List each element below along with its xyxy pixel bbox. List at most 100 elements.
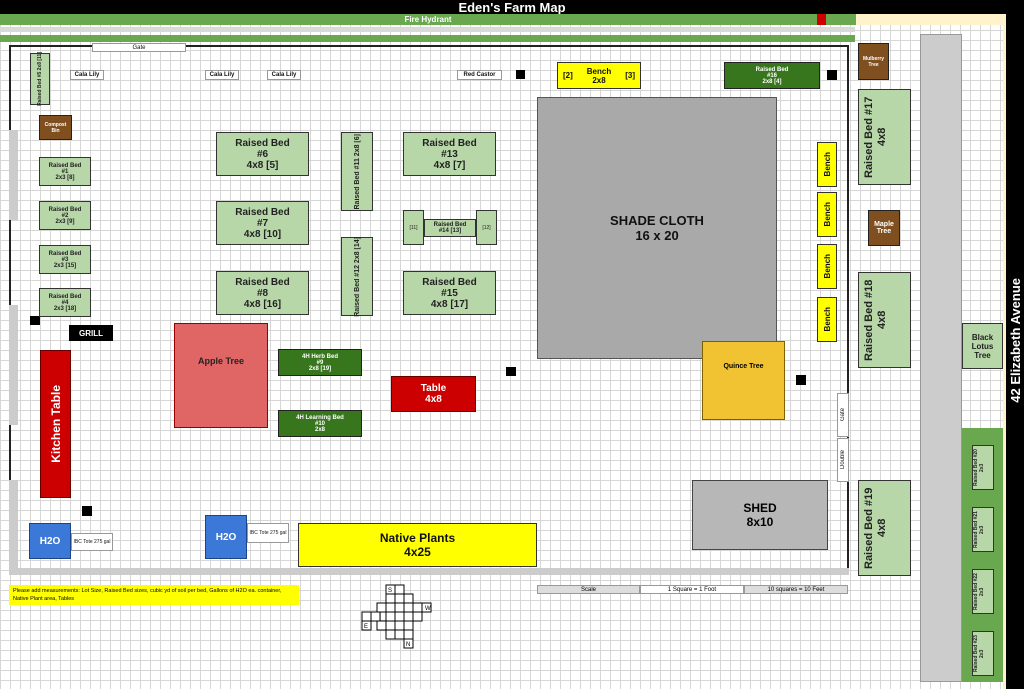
raised-bed-5[interactable]: Raised Bed #5 2x8 [11] — [30, 52, 50, 106]
raised-bed-14-right[interactable]: [12] — [476, 210, 497, 245]
lot-left-gray — [9, 480, 18, 575]
cala-lily-label: Cala Lily — [271, 72, 297, 78]
scale-label: Scale — [537, 585, 640, 594]
top-gate[interactable]: Gate — [92, 43, 186, 52]
black-lotus-label: Black Lotus Tree — [971, 332, 994, 360]
kitchen-table[interactable]: Kitchen Table — [40, 350, 71, 498]
fire-hydrant-marker — [817, 14, 826, 25]
bench-2[interactable]: Bench — [817, 192, 837, 237]
fire-hydrant-label: Fire Hydrant — [404, 15, 452, 24]
h2o-tank-2[interactable]: H2O — [205, 515, 247, 559]
bed-number: #10 — [314, 420, 325, 427]
bench-title: Bench — [586, 66, 612, 76]
bed-title: Raised Bed — [422, 137, 477, 149]
marker — [30, 316, 40, 325]
quince-tree-label: Quince Tree — [723, 363, 764, 370]
scale-square: 1 Square = 1 Foot — [640, 585, 744, 594]
bed-number: #13 — [441, 148, 458, 160]
bed-size: 2x8 [4] — [762, 78, 782, 85]
mulberry-tree[interactable]: Mulberry Tree — [858, 43, 889, 80]
right-gate[interactable]: Gate — [837, 393, 849, 437]
right-double-gate[interactable]: Double — [837, 438, 849, 482]
bed-size: 2x3 [15] — [53, 262, 77, 269]
cala-lily-3: Cala Lily — [267, 70, 301, 80]
bed-title: 4H Herb Bed — [301, 353, 338, 360]
road-edge — [1006, 14, 1024, 689]
bed-size: 4x8 [16] — [243, 298, 282, 310]
bench-label: Bench — [822, 152, 832, 177]
scale-ten: 10 squares = 10 Feet — [744, 585, 848, 594]
raised-bed-19[interactable]: Raised Bed #19 4x8 — [858, 480, 911, 576]
compost-bin-label: Compost Bin — [44, 121, 67, 134]
native-title: Native Plants — [379, 531, 456, 545]
bed-number: #14 [13] — [438, 228, 462, 234]
black-lotus-tree[interactable]: Black Lotus Tree — [962, 323, 1003, 369]
shade-title: SHADE CLOTH — [610, 213, 704, 228]
scale-a: Scale — [580, 586, 596, 593]
raised-bed-11[interactable]: Raised Bed #11 2x8 [6] — [341, 132, 373, 211]
raised-bed-20[interactable]: Raised Bed #20 2x3 — [972, 445, 994, 490]
raised-bed-12-label: Raised Bed #12 2x8 [14] — [353, 236, 361, 317]
gray-strip-top — [0, 27, 855, 32]
bench-label: Bench — [822, 307, 832, 332]
raised-bed-18[interactable]: Raised Bed #18 4x8 — [858, 272, 911, 368]
red-castor-label: Red Castor — [463, 72, 496, 78]
raised-bed-23[interactable]: Raised Bed #23 2x3 — [972, 631, 994, 676]
quince-tree[interactable]: Quince Tree — [702, 341, 785, 420]
sidewalk-right — [920, 34, 962, 682]
marker — [516, 70, 525, 79]
raised-bed-22[interactable]: Raised Bed #22 2x3 — [972, 569, 994, 614]
lot-left-gray — [9, 130, 18, 220]
apple-tree-label: Apple Tree — [197, 355, 244, 366]
compost-bin[interactable]: Compost Bin — [39, 115, 72, 140]
h2o-tank-1[interactable]: H2O — [29, 523, 71, 559]
bed-size: 4x8 [5] — [246, 159, 279, 171]
bed-number: #3 — [61, 256, 69, 263]
raised-bed-17[interactable]: Raised Bed #17 4x8 — [858, 89, 911, 185]
bed-14-right-label: [12] — [482, 224, 491, 231]
raised-bed-14-left[interactable]: [11] — [403, 210, 424, 245]
raised-bed-21[interactable]: Raised Bed #21 2x3 — [972, 507, 994, 552]
marker — [82, 506, 92, 516]
bench-4[interactable]: Bench — [817, 297, 837, 342]
h2o-label: H2O — [215, 531, 237, 543]
cala-lily-2: Cala Lily — [205, 70, 239, 80]
map-title: Eden's Farm Map — [458, 0, 566, 15]
mulberry-label: Mulberry Tree — [862, 55, 885, 68]
note-text: Please add measurements: Lot Size, Raise… — [13, 588, 282, 602]
bench-1[interactable]: Bench — [817, 142, 837, 187]
shed-size: 8x10 — [746, 515, 774, 529]
table-size: 4x8 — [425, 394, 442, 405]
apple-tree[interactable]: Apple Tree — [174, 323, 268, 428]
grill[interactable]: GRILL — [69, 325, 113, 341]
red-castor: Red Castor — [457, 70, 502, 80]
raised-bed-14[interactable]: Raised Bed#14 [13] — [424, 219, 476, 237]
ibc-label: IBC Tote 275 gal — [73, 539, 111, 545]
raised-bed-12[interactable]: Raised Bed #12 2x8 [14] — [341, 237, 373, 316]
bench-3[interactable]: Bench — [817, 244, 837, 289]
bed-number: #9 — [316, 359, 324, 366]
bench-right-label: [3] — [625, 71, 635, 80]
bed-title: Raised Bed — [235, 137, 290, 149]
bed-title: Raised Bed — [48, 293, 82, 300]
bed-size: 4x8 [17] — [430, 298, 469, 310]
maple-tree[interactable]: Maple Tree — [868, 210, 900, 246]
